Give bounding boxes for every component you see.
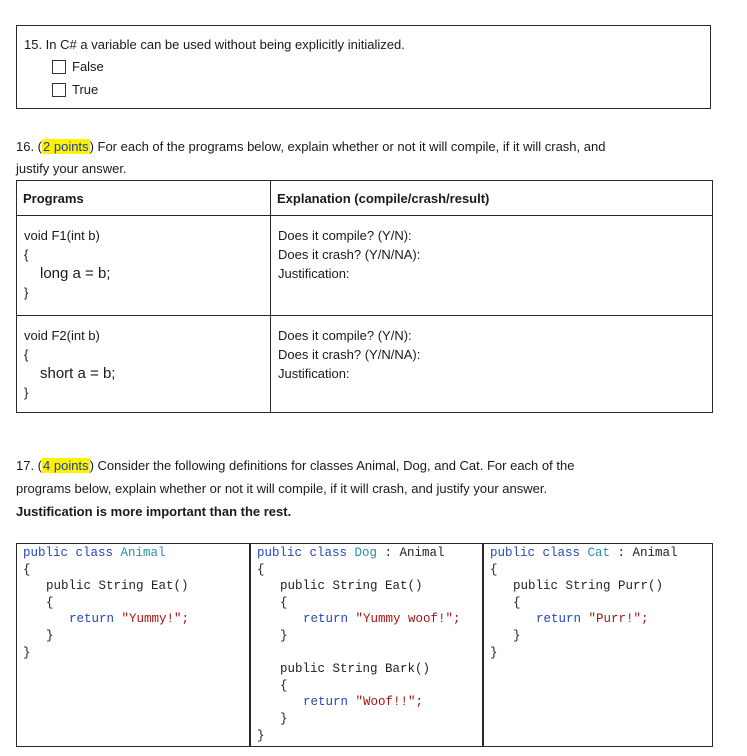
question-15-text: 15. In C# a variable can be used without… — [24, 37, 405, 52]
option-true[interactable]: True — [52, 82, 98, 97]
code-boxes-top-border — [16, 543, 713, 544]
program-f1: void F1(int b) { long a = b; } — [16, 215, 271, 316]
header-explanation: Explanation (compile/crash/result) — [270, 180, 713, 216]
header-programs: Programs — [16, 180, 271, 216]
table-row: void F2(int b) { short a = b; } Does it … — [16, 315, 713, 413]
option-false[interactable]: False — [52, 59, 104, 74]
explanation-f1[interactable]: Does it compile? (Y/N): Does it crash? (… — [270, 215, 713, 316]
checkbox-true[interactable] — [52, 82, 66, 97]
code-dog: public class Dog : Animal { public Strin… — [250, 543, 483, 747]
points-highlight: 2 points — [42, 139, 90, 154]
question-17-text: 17. (4 points) Consider the following de… — [16, 454, 716, 523]
option-false-label: False — [72, 59, 104, 74]
question-15-box: 15. In C# a variable can be used without… — [16, 25, 711, 109]
programs-table: Programs Explanation (compile/crash/resu… — [16, 180, 713, 413]
table-header-row: Programs Explanation (compile/crash/resu… — [16, 180, 713, 216]
table-row: void F1(int b) { long a = b; } Does it c… — [16, 215, 713, 316]
option-true-label: True — [72, 82, 99, 97]
justification-note: Justification is more important than the… — [16, 504, 292, 519]
points-highlight: 4 points — [42, 458, 90, 473]
code-animal: public class Animal { public String Eat(… — [16, 543, 250, 747]
code-cat: public class Cat : Animal { public Strin… — [483, 543, 713, 747]
program-f2: void F2(int b) { short a = b; } — [16, 315, 271, 413]
explanation-f2[interactable]: Does it compile? (Y/N): Does it crash? (… — [270, 315, 713, 413]
checkbox-false[interactable] — [52, 59, 66, 74]
question-16-text: 16. (2 points) For each of the programs … — [16, 139, 606, 176]
